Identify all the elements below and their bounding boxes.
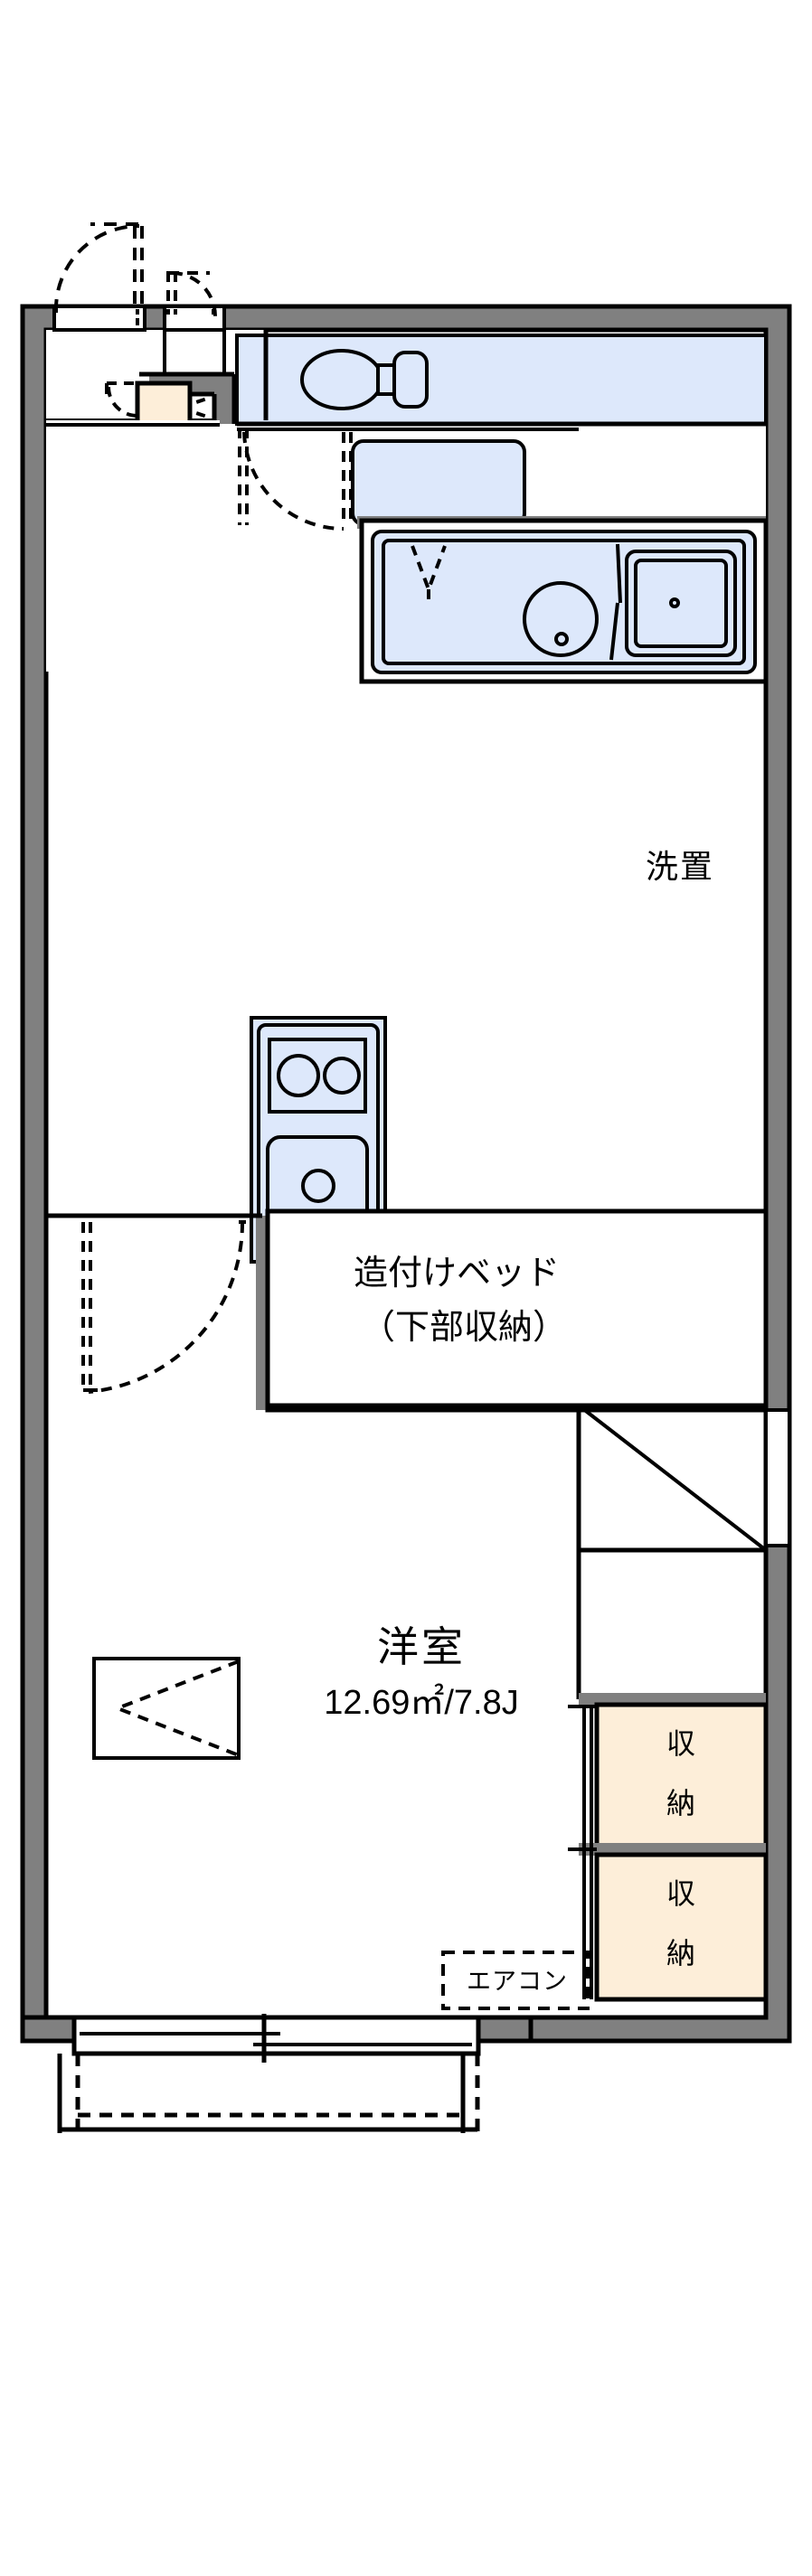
storage-upper-label-2: 納	[666, 1787, 696, 1820]
washroom-door	[238, 428, 249, 525]
aircon-label: エアコン	[467, 1967, 568, 1995]
balcony	[57, 2054, 480, 2133]
builtin-bed-label-line1: 造付けベッド	[353, 1255, 561, 1293]
toilet-room	[235, 334, 768, 426]
room-divider	[576, 1403, 768, 1702]
side-window	[764, 1408, 791, 1547]
bottom-wall	[20, 2015, 533, 2044]
main-room-name: 洋室	[377, 1622, 466, 1670]
builtin-bed-label-line2: （下部収納）	[360, 1309, 568, 1348]
closet-door	[81, 1220, 246, 1394]
toilet-entry	[163, 271, 226, 386]
unit-bath	[357, 516, 769, 684]
storage-closets	[568, 1693, 769, 2002]
storage-lower-label-1: 収	[666, 1877, 696, 1911]
room-symbol	[92, 1657, 241, 1760]
kitchen-sink	[266, 1135, 369, 1234]
toilet-door	[166, 271, 217, 318]
washroom	[237, 421, 766, 531]
washer-space-label: 洗置	[645, 848, 715, 886]
storage-upper	[594, 1702, 769, 1852]
toilet-fixture	[300, 349, 429, 410]
storage-lower	[594, 1852, 769, 2002]
storage-lower-label-2: 納	[666, 1937, 696, 1970]
balcony-window	[71, 2014, 481, 2063]
builtin-bed-area	[256, 1208, 769, 1413]
main-room-area: 12.69㎡/7.8J	[324, 1684, 519, 1723]
hallway	[46, 420, 220, 672]
gas-stove	[268, 1038, 367, 1114]
bath-door	[411, 545, 447, 604]
storage-upper-label-1: 収	[666, 1727, 696, 1761]
entrance-door	[53, 222, 144, 325]
entrance-step	[149, 396, 211, 419]
shoe-box-door	[105, 381, 138, 418]
bath-basin	[523, 543, 622, 661]
washing-machine-space	[351, 439, 526, 526]
main-room	[46, 1213, 262, 1394]
bathtub-fixture	[625, 550, 737, 657]
